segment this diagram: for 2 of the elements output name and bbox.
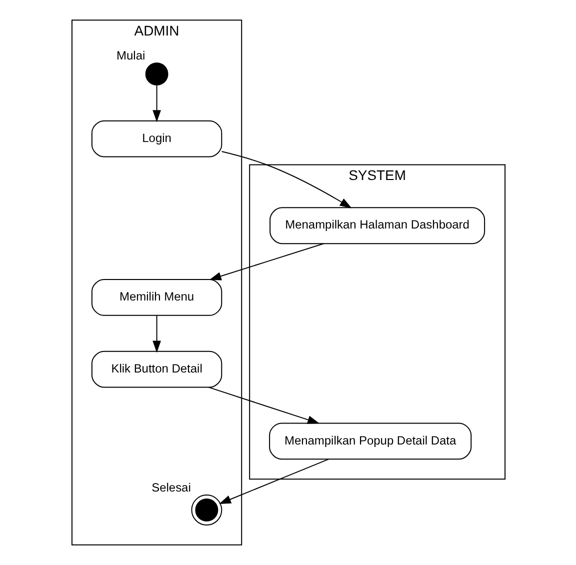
node-label: Selesai: [151, 480, 190, 495]
node-label: Mulai: [116, 48, 145, 63]
